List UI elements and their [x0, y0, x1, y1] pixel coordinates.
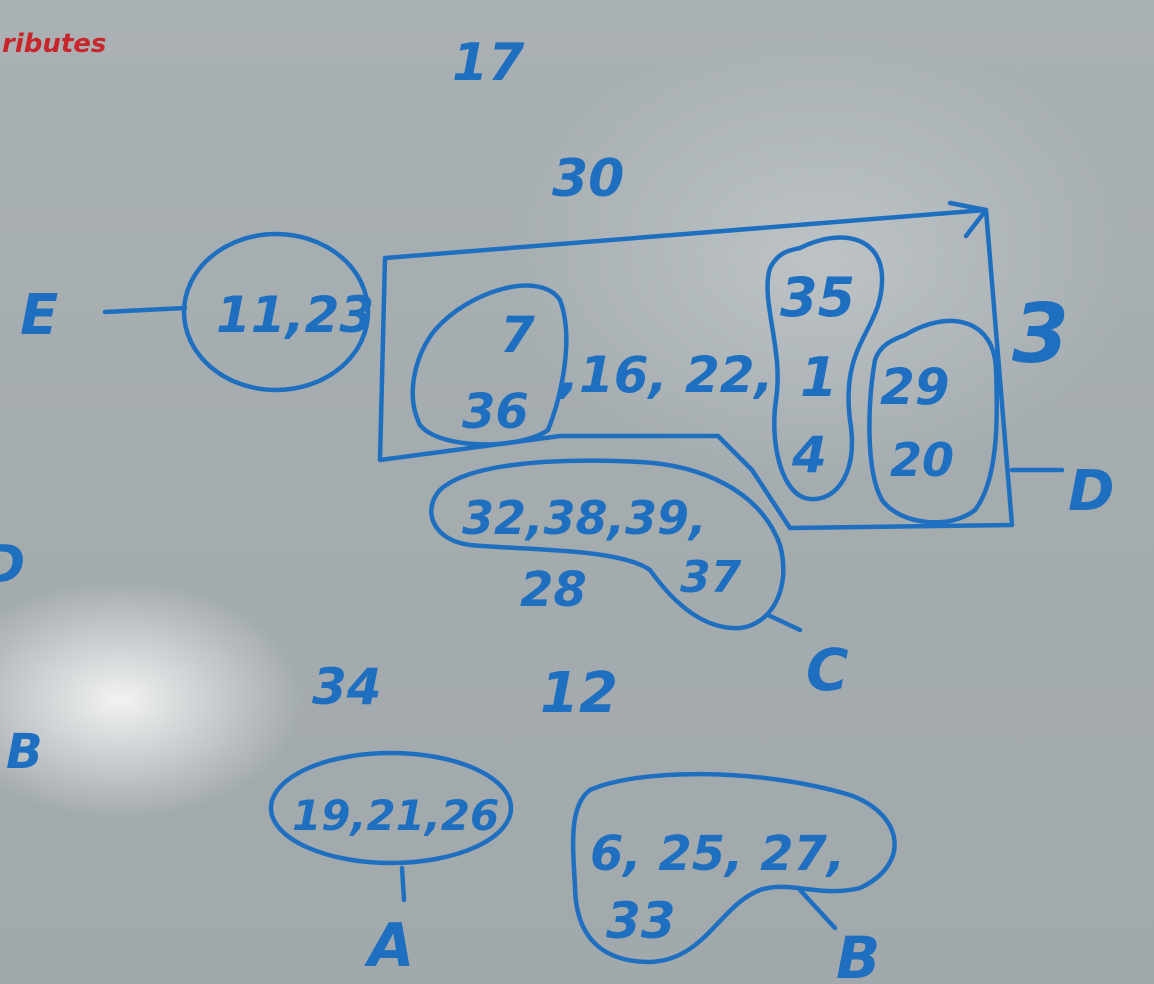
e-group-label: 11,23 [216, 286, 374, 344]
letter-a: A [364, 911, 414, 981]
group-35-1-4-top: 35 [780, 266, 855, 329]
letter-d-fragment: D [0, 535, 25, 595]
c-connector-line [765, 612, 803, 633]
number-17: 17 [452, 33, 525, 93]
b-group-line1: 6, 25, 27, [590, 826, 845, 882]
number-30: 30 [552, 149, 624, 209]
c-group-37: 37 [680, 552, 742, 603]
letter-c: C [806, 636, 849, 704]
c-group-line1: 32,38,39, [462, 491, 706, 545]
letter-b-right: B [836, 924, 880, 984]
e-group-circle [181, 231, 371, 393]
group-7-36-top: 7 [500, 306, 535, 364]
large-box-outline [377, 207, 1015, 531]
number-34: 34 [312, 658, 382, 716]
group-29-20-bottom: 20 [890, 433, 954, 487]
group-7-36-bottom: 36 [462, 384, 529, 440]
number-12: 12 [540, 661, 618, 726]
a-group-ellipse [268, 750, 514, 866]
c-group-outline [429, 458, 786, 631]
letter-e: E [20, 283, 58, 348]
number-3: 3 [1012, 287, 1069, 382]
group-35-1-4-outline [765, 235, 885, 502]
a-connector-line [399, 865, 407, 903]
corner-note-text: ributes [2, 29, 106, 59]
group-29-20-top: 29 [880, 358, 950, 416]
e-connector-line [102, 305, 188, 315]
letter-d: D [1068, 459, 1114, 524]
b-group-outline [570, 771, 897, 965]
group-35-1-4-middle: 1 [800, 346, 838, 409]
box-arrow-head [947, 200, 989, 239]
group-29-20-outline [867, 318, 1000, 525]
b-group-line2: 33 [606, 892, 676, 950]
c-group-28: 28 [520, 562, 587, 618]
letter-b-left: B [6, 724, 43, 780]
a-group-label: 19,21,26 [292, 791, 499, 840]
middle-sequence: ,16, 22, [558, 346, 774, 404]
group-7-36-outline [410, 283, 569, 447]
b-connector-line [797, 887, 838, 931]
group-35-1-4-bottom: 4 [791, 426, 827, 484]
